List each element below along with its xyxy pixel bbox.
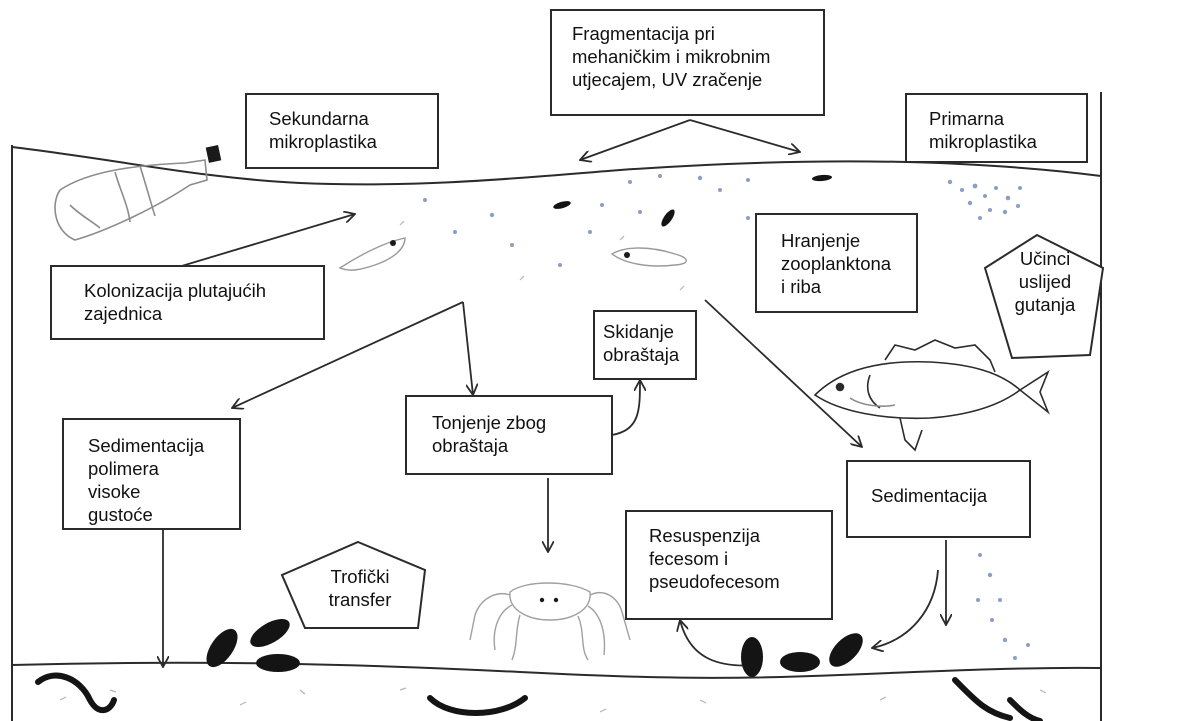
troficki-pentagon [280,540,427,629]
sedimentation-polymer-box: Sedimentacija polimera visoke gustoće [62,418,241,530]
arrow-frag-left [580,119,691,160]
arrow-to-sedimentacija [704,299,862,447]
ucinci-pentagon [983,233,1105,360]
secondary-microplastic-box: Sekundarna mikroplastika [245,93,439,169]
arrow-to-colonization [174,214,355,269]
colonization-box: Kolonizacija plutajućih zajednica [50,265,325,340]
ingestion-effects-label: Učinci uslijed gutanja [1014,248,1076,315]
arrow-sed-to-bed [872,569,939,648]
larva-icon [610,247,687,267]
fish-icon [813,339,1050,452]
sinking-box: Tonjenje zbog obraštaja [405,395,613,475]
small-organisms [553,174,832,227]
resuspension-box: Resuspenzija fecesom i pseudofecesom [625,510,833,620]
biofouling-removal-box: Skidanje obraštaja [593,310,697,380]
microplastic-particles [423,174,1030,660]
arrows [163,119,946,667]
shrimp-icon [338,237,406,271]
arrow-frag-right [689,119,800,152]
water-surface-line [11,146,1102,186]
arrow-split-stem [462,301,473,395]
worm-icon [35,672,1043,721]
sedimentation-box: Sedimentacija [846,460,1031,538]
sediment-line [11,661,1102,679]
fragmentation-box: Fragmentacija pri mehaničkim i mikrobnim… [550,9,825,116]
arrow-to-skidanje [611,380,640,436]
plastic-bottle-icon [54,144,222,241]
primary-microplastic-box: Primarna mikroplastika [905,93,1088,163]
trophic-transfer-label: Trofički transfer [328,566,392,610]
arrow-to-sed-polimera [232,301,464,408]
feeding-box: Hranjenje zooplanktona i riba [755,213,918,313]
crab-icon [469,582,631,661]
mussel-icon [206,619,863,677]
